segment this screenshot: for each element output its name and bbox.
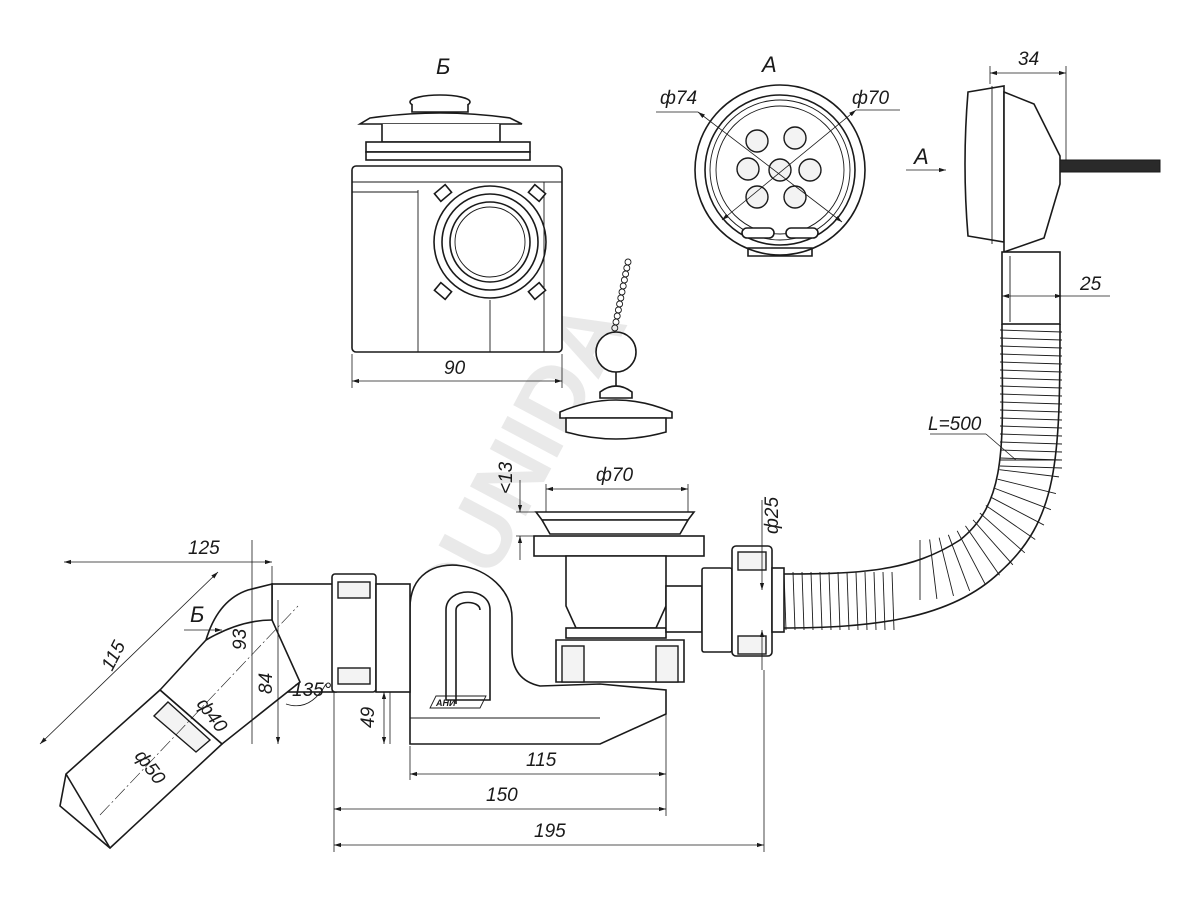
hose-rib [938,537,954,597]
dim-84: 84 [256,673,277,694]
chain-link [611,324,619,332]
dim-34: 34 [1018,49,1039,70]
hose-rib [999,345,1063,349]
hose-rib [873,571,877,631]
hose-rib [999,385,1063,389]
hose-rib [972,519,1014,566]
dim-d74: ф74 [660,88,697,109]
hose-rib [999,401,1063,405]
hose-rib [891,571,895,631]
corrugated-hose: L=500 [779,323,1063,631]
dim-49: 49 [358,706,379,728]
dim-25: 25 [1079,274,1102,295]
hose-rib [999,417,1063,421]
hose-rib [999,409,1063,413]
dim-195: 195 [534,821,566,842]
dim-115: 115 [526,750,557,771]
dim-150: 150 [486,785,518,806]
hose-rib [999,469,1060,478]
dim-d25-outlet: ф25 [762,497,783,534]
hose-rib [801,571,805,631]
hose-rib [999,361,1063,365]
chain-link [616,300,624,308]
arrow-a-label: А [912,144,929,169]
hose-rib [999,465,1063,469]
hose-rib [828,571,832,631]
dim-93: 93 [230,628,251,650]
hose-rib [999,369,1063,373]
hose-rib [979,512,1026,554]
view-a-overflow-grid: А ф74 ф70 [656,52,900,257]
hose-rib [965,525,1000,576]
hose-rib [864,571,868,631]
chain-link [614,306,622,314]
hose-rib [846,571,850,631]
dim-125: 125 [188,538,220,559]
plug-with-chain [559,258,673,440]
angled-outlet-elbow: 125 115 93 84 135° ф40 ф50 Б [39,538,332,850]
hose-rib [819,571,823,631]
chain-link [617,294,625,302]
dim-hose-length: L=500 [928,414,982,435]
hose-rib [999,449,1063,453]
dim-d70-grid: ф70 [852,88,889,109]
hose-rib [882,571,886,631]
hose-rib [997,478,1057,494]
hose-rib [999,425,1063,429]
hose-rib [956,530,986,585]
hose-rib [837,571,841,631]
hose-rib [985,505,1036,540]
main-drain-siphon: АНИ <13 ф70 ф25 [271,461,785,745]
arrow-b-label: Б [190,602,204,627]
overflow-side-view: А 34 25 [906,49,1161,325]
dim-angle-135: 135° [292,680,332,701]
hose-rib [929,539,938,600]
hose-rib [855,571,859,631]
hose-rib [999,337,1063,341]
hose-rib [947,534,971,592]
view-b-label: Б [436,54,450,79]
hose-rib [999,353,1063,357]
view-a-label: А [760,52,777,77]
hose-rib [990,496,1045,526]
bottom-dimensions: 49 115 150 195 [333,670,765,852]
hose-rib [999,393,1063,397]
hose-rib [999,329,1063,333]
view-b-overflow-box: Б 90 [351,54,563,388]
hose-rib [999,377,1063,381]
dim-lt13: <13 [496,461,517,494]
hose-rib [810,571,814,631]
chain-link [622,270,630,278]
hose-rib [999,441,1063,445]
hose-rib [994,487,1052,511]
chain-link [619,282,627,290]
dim-d70-drain: ф70 [596,465,633,486]
hose-rib [792,571,796,631]
dim-90: 90 [444,358,466,379]
chain-link [620,276,628,284]
chain-link [624,258,632,266]
dim-115-diag: 115 [98,637,131,674]
hose-rib [999,433,1063,437]
chain-link [618,288,626,296]
logo-mark: АНИ [435,698,456,708]
chain-link [623,264,631,272]
